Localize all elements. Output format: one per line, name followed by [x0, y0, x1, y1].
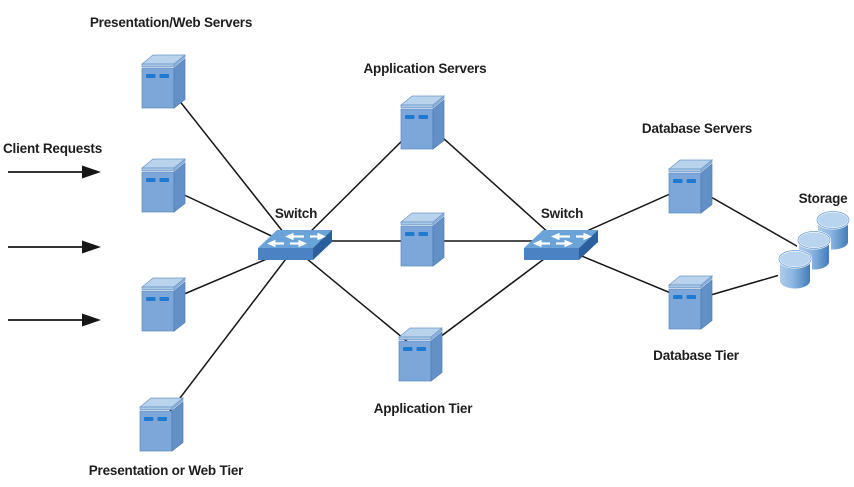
server-icon [400, 209, 445, 267]
server-icon [668, 156, 713, 214]
label-presentation-web-servers: Presentation/Web Servers [89, 15, 253, 30]
server-icon [141, 51, 186, 109]
label-client-requests: Client Requests [3, 141, 103, 156]
client-request-arrow-icon [6, 162, 102, 182]
link-appserver1-switch2 [422, 119, 561, 244]
label-database-tier: Database Tier [653, 348, 739, 363]
label-database-servers: Database Servers [641, 121, 753, 136]
label-application-tier: Application Tier [373, 401, 473, 416]
label-presentation-web-tier: Presentation or Web Tier [88, 463, 244, 478]
client-request-arrow-icon [6, 310, 102, 330]
label-application-servers: Application Servers [363, 61, 487, 76]
label-storage: Storage [798, 191, 848, 206]
switch-icon [522, 226, 600, 270]
link-appserver3-switch2 [419, 246, 561, 353]
server-icon [139, 394, 184, 452]
server-icon [400, 92, 445, 150]
label-switch-2: Switch [540, 206, 584, 221]
switch-icon [256, 226, 334, 270]
storage-disk-icon [776, 248, 814, 292]
server-icon [398, 324, 443, 382]
link-webserver1-switch1 [162, 79, 296, 248]
client-request-arrow-icon [6, 237, 102, 257]
server-icon [141, 274, 186, 332]
link-switch1-appserver3 [294, 248, 421, 353]
label-switch-1: Switch [274, 206, 318, 221]
server-icon [141, 155, 186, 213]
storage-disk-icon [814, 209, 852, 253]
link-webserver4-switch1 [160, 246, 296, 424]
server-icon [668, 272, 713, 330]
